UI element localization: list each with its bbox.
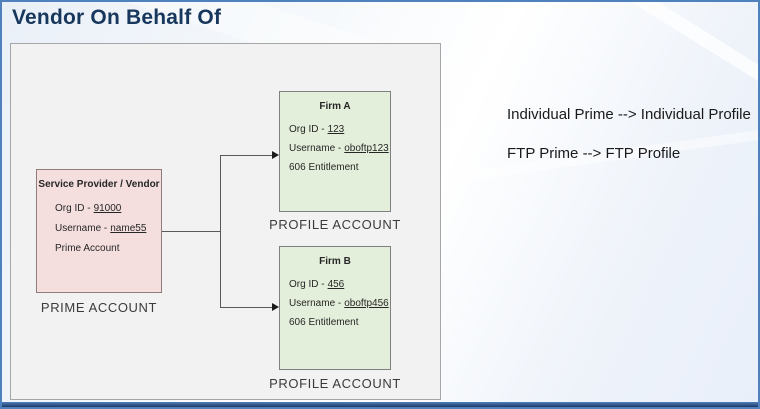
- firm-b-org-id-row: Org ID -456: [289, 279, 390, 290]
- connector-to-firm-b: [220, 307, 273, 308]
- username-value: oboftp123: [344, 143, 389, 154]
- username-label: Username -: [289, 298, 342, 309]
- prime-org-id-row: Org ID -91000: [55, 203, 161, 214]
- username-value: name55: [110, 223, 147, 234]
- profile-account-caption-b: PROFILE ACCOUNT: [269, 376, 401, 391]
- profile-account-box-firm-a: Firm A Org ID -123 Username -oboftp123 6…: [279, 91, 391, 212]
- username-label: Username -: [289, 143, 342, 154]
- prime-type-row: Prime Account: [55, 243, 120, 254]
- firm-a-header: Firm A: [319, 101, 351, 112]
- note-individual-mapping: Individual Prime --> Individual Profile: [507, 106, 751, 123]
- org-id-label: Org ID -: [55, 203, 91, 214]
- diagram-canvas: Service Provider / Vendor Org ID -91000 …: [10, 43, 441, 400]
- prime-account-caption: PRIME ACCOUNT: [40, 300, 158, 315]
- bottom-accent-bar: [2, 402, 758, 407]
- prime-account-box: Service Provider / Vendor Org ID -91000 …: [36, 169, 162, 293]
- firm-b-entitlement-row: 606 Entitlement: [289, 317, 359, 328]
- mapping-notes: Individual Prime --> Individual Profile …: [507, 106, 751, 184]
- page-title: Vendor On Behalf Of: [12, 6, 222, 29]
- org-id-label: Org ID -: [289, 279, 325, 290]
- firm-a-username-row: Username -oboftp123: [289, 143, 390, 154]
- org-id-value: 123: [327, 124, 345, 135]
- arrowhead-firm-a-icon: [272, 151, 279, 159]
- username-value: oboftp456: [344, 298, 389, 309]
- firm-a-entitlement-row: 606 Entitlement: [289, 162, 359, 173]
- firm-b-username-row: Username -oboftp456: [289, 298, 390, 309]
- org-id-value: 456: [327, 279, 345, 290]
- prime-username-row: Username -name55: [55, 223, 161, 234]
- org-id-label: Org ID -: [289, 124, 325, 135]
- username-label: Username -: [55, 223, 108, 234]
- arrowhead-firm-b-icon: [272, 303, 279, 311]
- firm-a-org-id-row: Org ID -123: [289, 124, 390, 135]
- org-id-value: 91000: [93, 203, 122, 214]
- profile-account-caption-a: PROFILE ACCOUNT: [269, 217, 401, 232]
- firm-b-header: Firm B: [319, 256, 351, 267]
- connector-to-firm-a: [220, 155, 273, 156]
- profile-account-box-firm-b: Firm B Org ID -456 Username -oboftp456 6…: [279, 246, 391, 370]
- connector-from-prime: [162, 231, 220, 232]
- prime-box-header: Service Provider / Vendor: [38, 179, 160, 190]
- connector-vertical: [220, 155, 221, 308]
- note-ftp-mapping: FTP Prime --> FTP Profile: [507, 145, 681, 162]
